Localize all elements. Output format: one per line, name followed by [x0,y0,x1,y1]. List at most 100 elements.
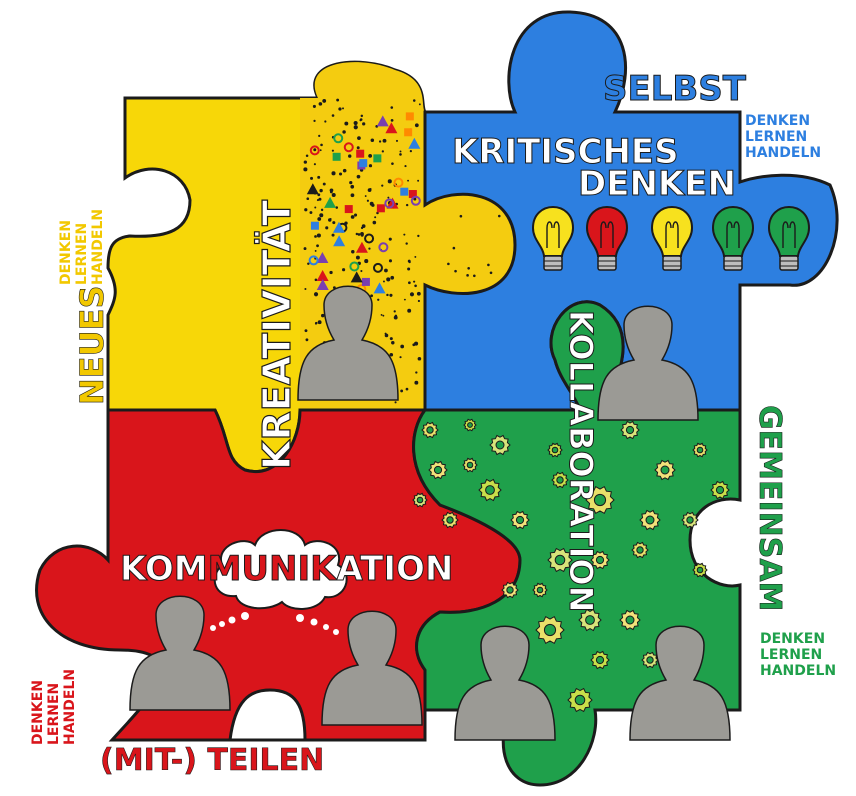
confetti-dot [306,338,309,341]
confetti-dot [351,250,354,253]
confetti-dot [386,294,388,296]
yellow-triad-2: LERNEN [74,223,90,285]
confetti-dot [382,150,384,152]
confetti-dot [368,248,370,250]
confetti-square [406,112,414,120]
green-triad-3: HANDELN [760,663,836,679]
confetti-dot [361,115,363,117]
confetti-dot [417,180,419,182]
blue-triad-3: HANDELN [745,145,821,161]
red-triad: DENKEN LERNEN HANDELN [30,669,78,745]
confetti-dot [394,316,398,320]
label-kommunikation: KOMMUNIKATION [120,549,453,589]
confetti-dot [314,207,316,209]
confetti-dot [417,235,419,237]
confetti-dot [330,191,333,194]
confetti-dot [467,267,470,270]
confetti-dot [367,200,369,202]
confetti-dot [357,136,361,140]
confetti-dot [460,215,463,218]
confetti-dot [498,215,501,218]
confetti-dot [319,189,322,192]
confetti-dot [362,122,365,125]
confetti-dot [371,138,375,142]
confetti-dot [357,175,361,179]
gear-icon [548,443,562,456]
confetti-dot [490,271,493,274]
confetti-dot [466,274,469,277]
confetti-dot [386,277,390,281]
confetti-dot [342,130,345,133]
confetti-dot [418,300,420,302]
confetti-dot [315,250,317,252]
confetti-dot [359,119,361,121]
confetti-dot [453,247,456,250]
confetti-dot [303,167,307,171]
confetti-dot [332,193,336,197]
confetti-dot [354,121,358,125]
confetti-dot [317,233,321,237]
gear-icon [533,583,547,596]
confetti-square [377,204,385,212]
confetti-square [362,278,370,286]
confetti-dot [354,125,358,129]
confetti-dot [317,217,321,221]
confetti-dot [310,177,313,180]
confetti-dot [410,292,414,296]
confetti-dot [417,292,421,296]
confetti-dot [379,140,381,142]
green-triad: DENKEN LERNEN HANDELN [760,631,836,679]
confetti-dot [317,176,320,179]
gear-icon [413,493,427,506]
confetti-dot [406,388,409,391]
confetti-dot [332,150,334,152]
confetti-dot [406,204,408,206]
confetti-square [373,154,381,162]
confetti-dot [342,107,344,109]
confetti-dot [322,99,326,103]
label-mit-teilen: (MIT-) TEILEN [100,743,324,778]
gear-icon [693,563,707,576]
confetti-dot [400,390,403,393]
confetti-dot [320,149,322,151]
confetti-dot [369,164,372,167]
confetti-dot [415,123,419,127]
confetti-dot [332,114,335,117]
confetti-dot [324,120,326,122]
yellow-triad-3: HANDELN [90,209,106,285]
confetti-dot [407,268,410,271]
label-kreativitaet: KREATIVITÄT [255,200,299,470]
confetti-dot [408,281,411,284]
confetti-dot [314,235,317,238]
confetti-dot [307,262,309,264]
confetti-dot [314,292,318,296]
confetti-square [400,188,408,196]
label-ation: ATION [336,549,453,589]
gear-icon [693,443,707,456]
confetti-dot [331,171,335,175]
confetti-dot [329,271,332,274]
confetti-dot [382,315,384,317]
yellow-triad-1: DENKEN [58,220,74,285]
confetti-dot [370,202,374,206]
confetti-square [356,150,364,158]
confetti-square [311,222,319,230]
confetti-dot [361,234,364,237]
confetti-dot [414,381,418,385]
confetti-square [345,205,353,213]
red-triad-2: LERNEN [46,683,62,745]
confetti-dot [306,197,309,200]
label-denken: DENKEN [578,164,736,204]
confetti-dot [313,105,316,108]
confetti-dot [304,208,307,211]
blue-triad-1: DENKEN [745,113,810,129]
confetti-dot [404,299,406,301]
confetti-dot [339,172,342,175]
red-triad-1: DENKEN [30,680,46,745]
confetti-dot [408,261,410,263]
confetti-dot [399,356,401,358]
confetti-dot [383,281,385,283]
confetti-dot [306,154,309,157]
confetti-dot [374,216,376,218]
